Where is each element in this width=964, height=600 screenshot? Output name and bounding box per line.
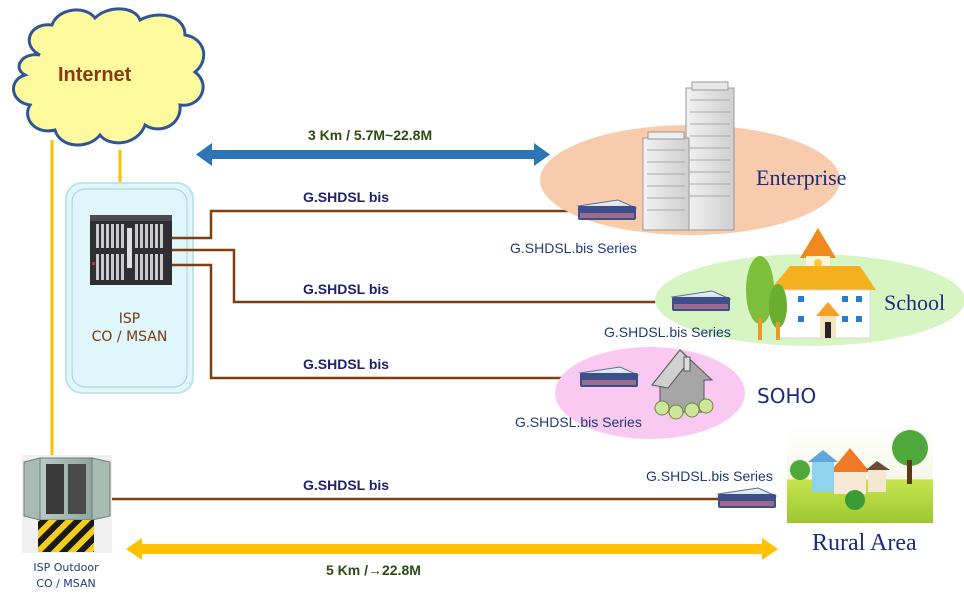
link-line-school <box>172 248 676 304</box>
device-label-rural: G.SHDSL.bis Series <box>646 468 773 484</box>
distance-arrow-top <box>196 143 550 166</box>
link-label-rural: G.SHDSL bis <box>303 477 390 493</box>
modem-icon-enterprise <box>576 199 638 220</box>
link-line-enterprise <box>172 209 574 240</box>
device-label-soho: G.SHDSL.bis Series <box>515 414 642 430</box>
site-label-rural: Rural Area <box>812 530 917 556</box>
link-line-soho <box>172 263 580 380</box>
office-building-icon <box>642 81 735 231</box>
tree-icon <box>746 256 774 324</box>
link-label-school: G.SHDSL bis <box>303 281 390 297</box>
site-label-soho: SOHO <box>757 384 817 408</box>
distance-bottom-label: 5 Km /→22.8M <box>326 562 421 578</box>
distance-arrow-bottom <box>126 538 778 560</box>
device-label-enterprise: G.SHDSL.bis Series <box>510 240 637 256</box>
house-icon <box>650 349 714 420</box>
internet-label: Internet <box>58 64 132 86</box>
isp-outdoor-label-line1: ISP Outdoor <box>33 561 99 574</box>
internet-cloud-icon <box>12 7 206 147</box>
rural-area-picture <box>787 425 933 523</box>
device-label-school: G.SHDSL.bis Series <box>604 324 731 340</box>
site-label-enterprise: Enterprise <box>756 165 847 190</box>
isp-co-panel <box>65 182 194 394</box>
msan-chassis-icon <box>90 215 172 285</box>
outdoor-cabinet-icon <box>22 455 112 553</box>
modem-icon-soho <box>578 366 640 387</box>
school-building-icon <box>746 228 876 340</box>
link-label-enterprise: G.SHDSL bis <box>303 189 390 205</box>
isp-outdoor-label: ISP Outdoor CO / MSAN <box>10 560 122 592</box>
isp-co-label-line2: CO / MSAN <box>91 329 168 345</box>
isp-co-label: ISP CO / MSAN <box>66 310 193 346</box>
modem-icon-rural <box>716 487 778 508</box>
site-label-school: School <box>884 290 946 315</box>
isp-co-label-line1: ISP <box>118 311 141 327</box>
isp-outdoor-label-line2: CO / MSAN <box>36 577 96 590</box>
distance-top-label: 3 Km / 5.7M~22.8M <box>308 127 433 143</box>
modem-icon-school <box>670 290 732 311</box>
link-label-soho: G.SHDSL bis <box>303 356 390 372</box>
